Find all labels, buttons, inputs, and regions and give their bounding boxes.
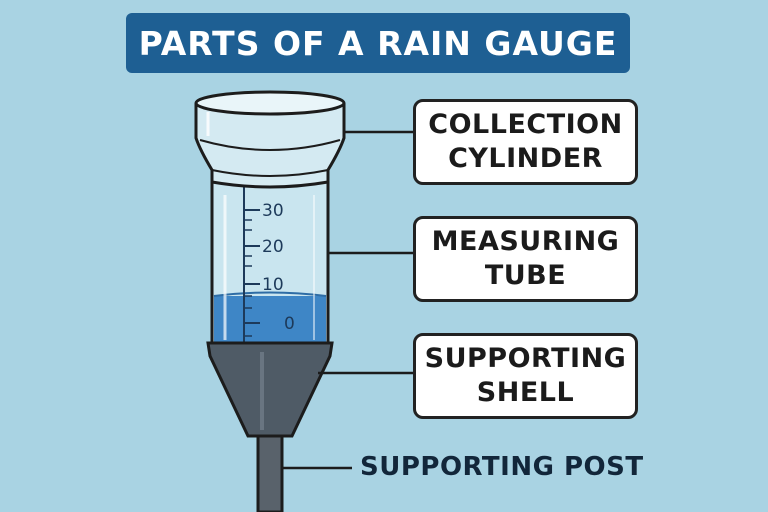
label-supporting-shell: SUPPORTING SHELL <box>413 333 638 419</box>
supporting-post <box>256 432 284 512</box>
tick-label-30: 30 <box>262 201 284 221</box>
tick-label-10: 10 <box>262 275 284 295</box>
tick-label-20: 20 <box>262 237 284 257</box>
supporting-shell <box>206 341 334 438</box>
title-banner: PARTS OF A RAIN GAUGE <box>126 13 630 73</box>
label-supporting-post: SUPPORTING POST <box>360 452 644 482</box>
label-collection-cylinder: COLLECTION CYLINDER <box>413 99 638 185</box>
measuring-tube <box>210 180 330 357</box>
page-title: PARTS OF A RAIN GAUGE <box>138 23 618 63</box>
tick-label-0: 0 <box>284 314 295 334</box>
scale-ticks: 30 20 10 0 <box>244 201 295 337</box>
collection-cylinder <box>194 90 346 189</box>
label-measuring-tube: MEASURING TUBE <box>413 216 638 302</box>
